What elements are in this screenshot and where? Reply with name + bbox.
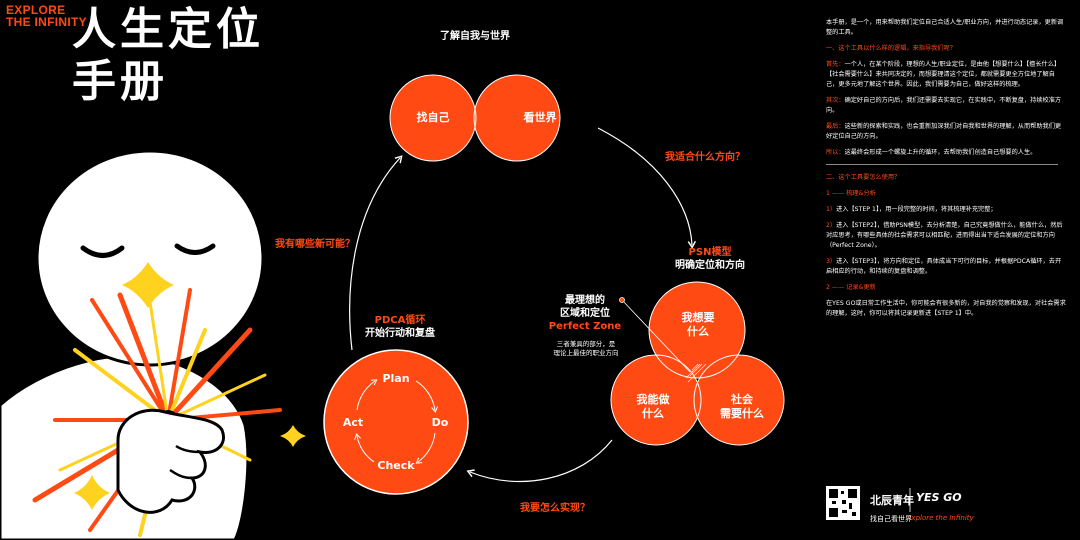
brand-line-2: THE INFINITY: [6, 15, 87, 29]
para-1-text: 一个人，在某个阶段，理想的人生/职业定位，是由他【想要什么】【擅长什么】【社会需…: [826, 61, 1061, 88]
panel-para-2: 其次：确定好自己的方向后，我们还需要去实现它，在实践中，不断复盘，持续校准方向。: [826, 96, 1066, 116]
character-head: [35, 149, 265, 367]
venn-want-2: 什么: [687, 325, 709, 338]
para-2-text: 确定好自己的方向后，我们还需要去实现它，在实践中，不断复盘，持续校准方向。: [826, 97, 1062, 114]
pdca-do: Do: [431, 416, 449, 429]
page-title: 人生定位 手册: [72, 4, 264, 108]
section-2-title: 二、这个工具要怎么使用？: [826, 174, 901, 181]
step-2: 2）进入【STEP2】，借助PSN模型，去分析清楚，自己究竟想做什么，能做什么，…: [826, 221, 1066, 251]
pdca-circle: [323, 349, 469, 495]
panel-para-3: 最后：这些新的探索和实践，也会重新加深我们对自我和世界的理解，从而帮助我们更好定…: [826, 122, 1066, 142]
step-1: 1）进入【STEP 1】，用一段完整的时间，将其梳理补充完整；: [826, 205, 1066, 215]
zone-line-3: Perfect Zone: [548, 321, 622, 332]
sparkle-icon: [122, 262, 174, 308]
left-eye: [80, 245, 125, 258]
venn-want-1: 我想要: [681, 311, 715, 324]
step-3: 3）进入【STEP3】，将方向和定位，具体成当下可行的目标，并根据PDCA循环，…: [826, 257, 1066, 277]
section-1-title: 一、这个工具以什么样的逻辑，来指导我们呢？: [826, 45, 956, 52]
pdca-label: PDCA循环 开始行动和复盘: [355, 314, 445, 340]
perfect-zone-label: 最理想的 区域和定位 Perfect Zone: [540, 294, 630, 333]
find-self-label: 找自己: [416, 111, 450, 124]
zone-desc-1: 三者兼具的部分，是: [556, 340, 616, 348]
pdca-inner-arrows: [354, 379, 438, 464]
step-3-key: 3）: [826, 258, 837, 265]
venn-can-2: 什么: [642, 407, 664, 420]
possibility-question: 我有哪些新可能？: [275, 239, 355, 250]
top-label: 了解自我与世界: [440, 31, 510, 42]
pdca-title: PDCA循环: [374, 315, 426, 326]
zone-line-1: 最理想的: [565, 295, 605, 306]
psn-venn: [610, 281, 785, 446]
section-2-2: 2 —— 记录&更新: [826, 284, 876, 291]
pdca-subtitle: 开始行动和复盘: [365, 328, 435, 339]
step-2-text: 进入【STEP2】，借助PSN模型，去分析清楚，自己究竟想做什么，能做什么，然后…: [826, 222, 1063, 249]
step-1-text: 进入【STEP 1】，用一段完整的时间，将其梳理补充完整；: [836, 206, 997, 213]
self-world-circles: [389, 74, 561, 162]
venn-society: 社会 需要什么: [714, 393, 770, 421]
venn-can: 我能做 什么: [625, 393, 681, 421]
character-illustration: [0, 149, 306, 540]
qr-code: [826, 486, 860, 520]
divider: [826, 164, 1058, 165]
zone-desc-2: 理论上最佳的职业方向: [553, 349, 619, 357]
sparkle-icon: [74, 475, 110, 510]
title-line-2: 手册: [72, 56, 168, 107]
title-line-1: 人生定位: [72, 4, 264, 55]
footer-text-1: 找自己看世界: [870, 515, 912, 523]
right-eye: [174, 243, 216, 255]
hand: [116, 408, 225, 514]
main-cycle-arrows: [349, 127, 697, 483]
realize-question: 我要怎么实现？: [520, 503, 590, 514]
step-1-key: 1）: [826, 206, 837, 213]
pdca-check: Check: [377, 459, 415, 472]
para-3-text: 这些新的探索和实践，也会重新加深我们对自我和世界的理解，从而帮助我们更好定位自己…: [826, 123, 1062, 140]
perfect-zone-hatch: [685, 363, 707, 383]
psn-label: PSN模型 明确定位和方向: [665, 246, 755, 272]
panel-intro: 本手册，是一个，用来帮助我们定位自己合适人生/职业方向，并进行动态记录，更新调整…: [826, 19, 1064, 36]
pdca-plan: Plan: [382, 372, 410, 385]
venn-society-1: 社会: [731, 393, 753, 406]
see-world-label: 看世界: [523, 111, 557, 124]
step-3-text: 进入【STEP3】，将方向和定位，具体成当下可行的目标，并根据PDCA循环，去开…: [826, 258, 1062, 275]
venn-society-2: 需要什么: [720, 407, 764, 420]
section-2-1: 1 —— 梳理&分析: [826, 190, 876, 197]
panel-closing: 在YES GO或日常工作生活中，你可能会有很多新的，对自我的觉察和发现，对社会需…: [826, 300, 1066, 317]
para-2-key: 其次：: [826, 97, 845, 104]
instruction-panel: 本手册，是一个，用来帮助我们定位自己合适人生/职业方向，并进行动态记录，更新调整…: [826, 18, 1066, 325]
sparkle-icon: [280, 425, 306, 447]
direction-question: 我适合什么方向？: [665, 152, 745, 163]
logo-yesgo: YES GO: [916, 491, 962, 504]
para-4-key: 所以：: [826, 149, 845, 156]
zone-pointer: [621, 299, 691, 373]
para-1-key: 首先：: [826, 61, 845, 68]
panel-para-4: 所以：这最终会形成一个螺旋上升的循环，去帮助我们创造自己想要的人生。: [826, 148, 1066, 158]
brand-line-1: EXPLORE: [6, 3, 66, 17]
para-4-text: 这最终会形成一个螺旋上升的循环，去帮助我们创造自己想要的人生。: [844, 149, 1037, 156]
psn-subtitle: 明确定位和方向: [675, 260, 745, 271]
zone-line-2: 区域和定位: [560, 308, 610, 319]
panel-para-1: 首先：一个人，在某个阶段，理想的人生/职业定位，是由他【想要什么】【擅长什么】【…: [826, 60, 1066, 90]
footer-text-2: Explore the Infinity: [907, 514, 974, 522]
para-3-key: 最后：: [826, 123, 845, 130]
logo-beichen: 北辰青年: [870, 494, 914, 507]
brand-wordmark: EXPLORE THE INFINITY: [6, 4, 87, 28]
psn-title: PSN模型: [688, 247, 732, 258]
step-2-key: 2）: [826, 222, 837, 229]
pdca-act: Act: [342, 416, 364, 429]
perfect-zone-desc: 三者兼具的部分，是 理论上最佳的职业方向: [538, 340, 634, 358]
venn-want: 我想要 什么: [670, 311, 726, 339]
venn-can-1: 我能做: [636, 393, 670, 406]
